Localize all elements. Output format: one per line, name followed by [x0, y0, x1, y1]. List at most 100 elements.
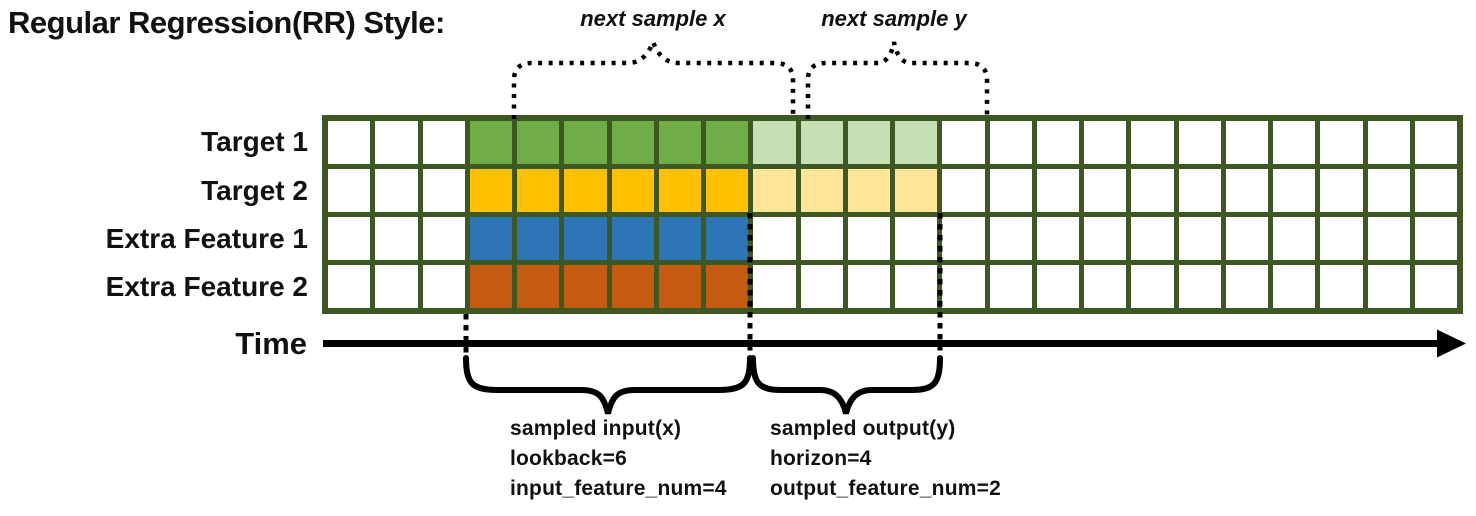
next-sample-y-label: next sample y — [821, 6, 967, 31]
grid-cell — [942, 169, 985, 212]
grid-cell — [847, 169, 890, 212]
grid-cell — [328, 217, 371, 260]
grid-cell — [1320, 169, 1363, 212]
grid-cell — [989, 265, 1032, 308]
grid-cell — [1084, 121, 1127, 164]
grid-cell — [611, 217, 654, 260]
grid-cell — [658, 169, 701, 212]
sampled-output-title: sampled output(y) — [770, 417, 956, 440]
sampled-input-brace — [463, 355, 753, 415]
grid-cell — [1414, 217, 1457, 260]
grid-cell — [1320, 265, 1363, 308]
row-label-target-1: Target 1 — [201, 126, 308, 157]
lookback-value: lookback=6 — [510, 447, 627, 470]
grid-cell — [847, 265, 890, 308]
grid-cell — [564, 217, 607, 260]
next-sample-x-label: next sample x — [580, 6, 726, 31]
sampled-input-title: sampled input(x) — [510, 417, 682, 440]
grid-cell — [1084, 217, 1127, 260]
grid-cell — [989, 217, 1032, 260]
grid-cell — [706, 169, 749, 212]
grid-cell — [1131, 217, 1174, 260]
grid-cell — [1225, 169, 1268, 212]
grid-cell — [564, 121, 607, 164]
horizon-value: horizon=4 — [770, 447, 872, 470]
row-label-extra-feature-2: Extra Feature 2 — [105, 270, 308, 302]
grid-cell — [422, 121, 465, 164]
grid-cell — [517, 217, 560, 260]
grid-cell — [611, 265, 654, 308]
grid-cell — [422, 265, 465, 308]
grid-cell — [658, 217, 701, 260]
grid-cell — [942, 265, 985, 308]
grid-cell — [658, 121, 701, 164]
grid-cell — [800, 169, 843, 212]
grid-cell — [706, 217, 749, 260]
grid-cell — [847, 121, 890, 164]
grid-cell — [1178, 217, 1221, 260]
grid-cell — [1225, 265, 1268, 308]
grid-cell — [422, 169, 465, 212]
grid-cell — [1273, 217, 1316, 260]
grid-cell — [706, 121, 749, 164]
grid-cell — [1178, 121, 1221, 164]
grid-cell — [1273, 265, 1316, 308]
grid-cell — [328, 121, 371, 164]
grid-cell — [375, 121, 418, 164]
output-feature-num: output_feature_num=2 — [770, 477, 1001, 500]
grid-cell — [706, 265, 749, 308]
grid-cell — [942, 217, 985, 260]
sampled-output-brace — [750, 355, 943, 415]
grid-cell — [1320, 121, 1363, 164]
grid-cell — [895, 169, 938, 212]
row-label-target-2: Target 2 — [201, 174, 308, 206]
grid-cell — [1036, 217, 1079, 260]
grid-cell — [989, 169, 1032, 212]
grid-cell — [1036, 265, 1079, 308]
grid-cell — [375, 169, 418, 212]
grid-cell — [469, 217, 512, 260]
grid-cell — [895, 217, 938, 260]
grid-cell — [611, 121, 654, 164]
grid-cell — [564, 265, 607, 308]
grid-cell — [328, 169, 371, 212]
grid-cell — [1225, 217, 1268, 260]
next-sample-y-brace — [805, 41, 990, 119]
grid-cell — [422, 217, 465, 260]
grid-cell — [847, 217, 890, 260]
grid-cell — [1320, 217, 1363, 260]
grid-cell — [469, 121, 512, 164]
sampled-output-block: sampled output(y) horizon=4 output_featu… — [770, 414, 1001, 504]
grid-cell — [1273, 169, 1316, 212]
grid-cell — [564, 169, 607, 212]
grid-cell — [895, 121, 938, 164]
grid-cell — [517, 121, 560, 164]
row-label-extra-feature-1: Extra Feature 1 — [105, 222, 308, 254]
grid-cell — [753, 169, 796, 212]
grid-cell — [1178, 169, 1221, 212]
grid-cell — [1367, 265, 1410, 308]
time-axis-label: Time — [235, 326, 307, 361]
time-axis-arrowhead-icon — [1437, 329, 1466, 358]
grid-cell — [895, 265, 938, 308]
grid-cell — [328, 265, 371, 308]
grid-cell — [1131, 265, 1174, 308]
grid-cell — [1273, 121, 1316, 164]
grid-cell — [1036, 121, 1079, 164]
grid-cell — [517, 265, 560, 308]
grid-cell — [1225, 121, 1268, 164]
diagram-title: Regular Regression(RR) Style: — [8, 5, 445, 40]
grid-cell — [1084, 169, 1127, 212]
grid-cell — [753, 121, 796, 164]
grid-cell — [611, 169, 654, 212]
grid-cell — [800, 217, 843, 260]
grid-cell — [1414, 121, 1457, 164]
grid-cell — [1367, 121, 1410, 164]
grid-cell — [517, 169, 560, 212]
grid-cell — [469, 265, 512, 308]
sample-grid — [322, 115, 1463, 314]
grid-cell — [469, 169, 512, 212]
grid-cell — [942, 121, 985, 164]
grid-cell — [753, 265, 796, 308]
